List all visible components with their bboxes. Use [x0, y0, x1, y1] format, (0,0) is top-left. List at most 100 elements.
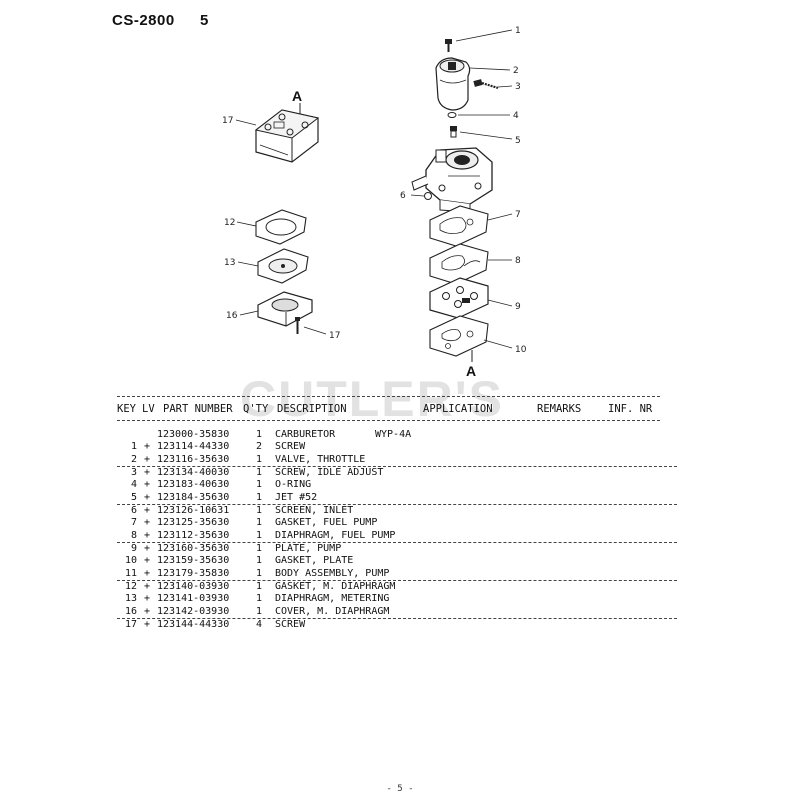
ref-label-9: 9: [515, 302, 521, 312]
cell-description: GASKET, M. DIAPHRAGM: [275, 581, 396, 593]
cell-quantity: 1: [256, 491, 263, 503]
part-11-pump-body-drawing: [254, 109, 320, 163]
cell-description: COVER, M. DIAPHRAGM: [275, 605, 390, 617]
header-description: DESCRIPTION: [277, 403, 347, 415]
cell-quantity: 1: [256, 529, 263, 541]
cell-quantity: 4: [256, 619, 263, 631]
cell-description: PLATE, PUMP: [275, 543, 342, 555]
table-row: 123000-35830 1 CARBURETOR WYP-4A: [117, 429, 677, 441]
header-part-number: PART NUMBER: [163, 403, 233, 415]
page-title: CS-2800: [112, 12, 175, 29]
cell-quantity: 1: [256, 517, 263, 529]
marker-a-bottom: A: [466, 363, 476, 379]
cell-part-number: 123000-35830: [157, 429, 230, 440]
ref-label-8: 8: [515, 256, 521, 266]
cell-part-number: 123141-03930: [157, 593, 230, 605]
ref-label-13: 13: [224, 258, 235, 268]
part-2-throttle-valve-drawing: [435, 57, 471, 111]
cell-quantity: 1: [256, 479, 263, 491]
cell-quantity: 1: [256, 605, 263, 617]
cell-description: SCREEN, INLET: [275, 505, 354, 517]
header-inf-nr: INF. NR: [608, 403, 653, 415]
table-row: 1 +123114-44330 2 SCREW: [117, 441, 677, 453]
cell-part-number: 123134-40030: [157, 467, 230, 479]
cell-part-number: 123184-35630: [157, 491, 230, 503]
header-key: KEY: [117, 403, 136, 415]
page-footer: - 5 -: [386, 784, 414, 794]
header-qty: Q'TY: [243, 403, 269, 415]
part-13-diaphragm-drawing: [257, 248, 309, 284]
cell-description: O-RING: [275, 479, 312, 491]
cell-quantity: 1: [256, 505, 263, 517]
part-6-inlet-screen-drawing: [424, 192, 432, 200]
cell-key: 8: [130, 529, 137, 541]
cell-level: +: [144, 453, 151, 465]
cell-description: GASKET, FUEL PUMP: [275, 517, 378, 529]
cell-key: 10: [124, 555, 137, 567]
cell-part-number: 123126-10631: [157, 505, 230, 517]
cell-description: GASKET, PLATE: [275, 555, 354, 567]
cell-quantity: 1: [256, 543, 263, 555]
cell-quantity: 1: [256, 453, 263, 465]
ref-label-3: 3: [515, 82, 521, 92]
part-9-plate-drawing: [429, 277, 489, 319]
cell-quantity: 1: [256, 467, 263, 479]
table-row: 2 +123116-35630 1 VALVE, THROTTLE: [117, 453, 677, 468]
part-7-gasket-drawing: [429, 205, 489, 247]
cell-key: 2: [130, 453, 137, 465]
cell-level: +: [144, 491, 151, 503]
part-17-screw-drawing: [295, 317, 300, 334]
ref-label-11: 17: [222, 116, 233, 126]
cell-level: +: [144, 555, 151, 567]
cell-level: +: [144, 441, 151, 453]
part-4-o-ring-drawing: [447, 112, 457, 118]
cell-key: 9: [130, 543, 137, 555]
cell-level: +: [144, 619, 151, 631]
cell-part-number: 123159-35630: [157, 555, 230, 567]
cell-description: SCREW, IDLE ADJUST: [275, 467, 384, 479]
cell-description: CARBURETOR: [275, 429, 336, 440]
cell-quantity: 2: [256, 441, 263, 453]
cell-description: BODY ASSEMBLY, PUMP: [275, 567, 390, 579]
page-number: 5: [200, 12, 209, 29]
cell-description: VALVE, THROTTLE: [275, 453, 366, 465]
carburetor-body-drawing: [411, 147, 493, 213]
table-row: 3 +123134-40030 1 SCREW, IDLE ADJUST: [117, 467, 677, 479]
cell-key: 7: [130, 517, 137, 529]
cell-description: DIAPHRAGM, METERING: [275, 593, 390, 605]
cell-level: +: [144, 467, 151, 479]
cell-quantity: 1: [256, 581, 263, 593]
header-lv: LV: [142, 403, 155, 415]
cell-level: +: [144, 543, 151, 555]
cell-description: JET #52: [275, 491, 318, 503]
exploded-parts-diagram: 17 A 12 13 16 17 1 2: [222, 26, 527, 379]
cell-level: +: [144, 605, 151, 617]
cell-part-number: 123144-44330: [157, 619, 230, 631]
cell-description: SCREW: [275, 619, 306, 631]
cell-part-number: 123114-44330: [157, 441, 230, 453]
cell-description: SCREW: [275, 441, 306, 453]
cell-key: 3: [130, 467, 137, 479]
table-row: 7 +123125-35630 1 GASKET, FUEL PUMP: [117, 517, 677, 529]
cell-level: +: [144, 479, 151, 491]
cell-application: WYP-4A: [375, 429, 412, 440]
cell-level: +: [144, 517, 151, 529]
cell-part-number: 123142-03930: [157, 605, 230, 617]
cell-quantity: 1: [256, 429, 263, 440]
cell-key: 6: [130, 505, 137, 517]
cell-level: +: [144, 581, 151, 593]
cell-key: 11: [124, 567, 137, 579]
cell-key: 13: [124, 593, 137, 605]
cell-quantity: 1: [256, 567, 263, 579]
cell-part-number: 123125-35630: [157, 517, 230, 529]
cell-part-number: 123116-35630: [157, 453, 230, 465]
cell-level: +: [144, 529, 151, 541]
part-12-gasket-drawing: [255, 209, 307, 245]
cell-key: 1: [130, 441, 137, 453]
